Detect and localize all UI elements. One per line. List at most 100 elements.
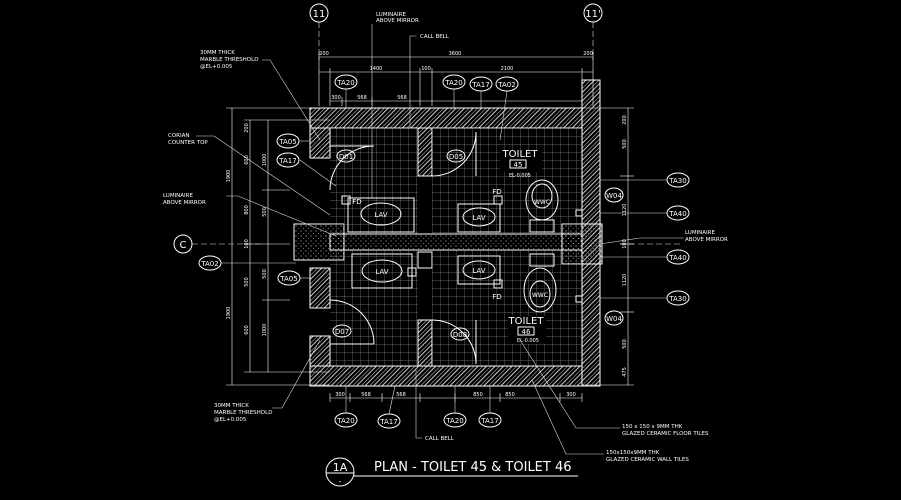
svg-text:TA30: TA30	[668, 177, 686, 185]
bottom-dimensions: 300 568 568 850 850 300	[329, 392, 583, 402]
svg-text:TA30: TA30	[668, 295, 686, 303]
lav-top-right: LAV	[457, 203, 501, 233]
svg-text:COUNTER TOP: COUNTER TOP	[168, 140, 208, 146]
svg-text:LUMINAIRE: LUMINAIRE	[163, 193, 194, 199]
svg-text:TA20: TA20	[444, 79, 462, 87]
svg-text:800: 800	[244, 205, 250, 215]
note-call-bell-top: CALL BELL	[409, 34, 450, 128]
svg-text:200: 200	[583, 51, 593, 57]
wwc-bottom: WWC	[523, 253, 557, 313]
svg-text:600: 600	[244, 325, 250, 335]
svg-text:1120: 1120	[622, 204, 628, 217]
svg-text:200: 200	[319, 51, 329, 57]
note-call-bell-bottom: CALL BELL	[415, 370, 455, 442]
svg-text:3600: 3600	[449, 51, 462, 57]
svg-text:1120: 1120	[622, 274, 628, 287]
svg-text:LAV: LAV	[472, 267, 485, 275]
door-d07: D07	[329, 299, 375, 345]
svg-text:TA17: TA17	[480, 417, 498, 425]
window-w04-bottom: W04	[604, 310, 624, 326]
svg-text:FD: FD	[492, 293, 501, 301]
svg-text:568: 568	[396, 392, 406, 398]
note-corian: CORIAN COUNTER TOP	[168, 133, 331, 216]
note-floor-tiles: 150 x 150 x 9MM THK GLAZED CERAMIC FLOOR…	[519, 339, 709, 437]
svg-text:100: 100	[421, 66, 431, 72]
svg-text:150 x 150 x 9MM THK: 150 x 150 x 9MM THK	[622, 424, 683, 430]
svg-text:CALL BELL: CALL BELL	[425, 436, 455, 442]
svg-text:1900: 1900	[226, 170, 232, 183]
svg-text:100: 100	[622, 239, 628, 249]
svg-text:W04: W04	[606, 315, 622, 323]
svg-text:568: 568	[397, 95, 407, 101]
svg-text:568: 568	[357, 95, 367, 101]
svg-text:TA05: TA05	[278, 138, 296, 146]
svg-text:MARBLE THRESHOLD: MARBLE THRESHOLD	[214, 410, 272, 416]
svg-text:850: 850	[505, 392, 515, 398]
note-wall-tiles: 150x150x9MM THK GLAZED CERAMIC WALL TILE…	[531, 379, 689, 463]
svg-text:568: 568	[361, 392, 371, 398]
lav-top-left: LAV	[347, 197, 415, 233]
svg-text:MARBLE THRESHOLD: MARBLE THRESHOLD	[200, 57, 258, 63]
svg-text:LAV: LAV	[374, 211, 387, 219]
svg-text:TA20: TA20	[336, 79, 354, 87]
svg-text:TA05: TA05	[279, 275, 297, 283]
svg-text:500: 500	[622, 339, 628, 349]
svg-text:WWC: WWC	[532, 292, 548, 299]
svg-text:@EL+0.005: @EL+0.005	[214, 417, 247, 423]
grid-bubble-c: C	[180, 240, 187, 251]
room-label-toilet-46: TOILET 46 EL-0.005	[508, 316, 545, 344]
svg-text:TA40: TA40	[668, 254, 686, 262]
svg-text:CORIAN: CORIAN	[168, 133, 190, 139]
svg-text:45: 45	[514, 161, 523, 169]
door-d08: D08	[431, 319, 477, 365]
note-threshold-top: 30MM THICK MARBLE THRESHOLD @EL+0.005	[200, 50, 321, 141]
svg-text:500: 500	[622, 139, 628, 149]
finish-tags: TA20 TA20 TA17 TA02 TA05 TA17 TA02 TA05 …	[198, 74, 690, 429]
svg-text:D08: D08	[453, 331, 467, 339]
svg-text:850: 850	[473, 392, 483, 398]
svg-text:CALL BELL: CALL BELL	[420, 34, 450, 40]
svg-text:1400: 1400	[370, 66, 383, 72]
svg-text:ABOVE MIRROR: ABOVE MIRROR	[163, 200, 206, 206]
wwc-top: WWC	[525, 179, 559, 233]
note-luminaire-left: LUMINAIRE ABOVE MIRROR	[163, 193, 337, 237]
note-threshold-bottom: 30MM THICK MARBLE THRESHOLD @EL+0.005	[214, 339, 321, 423]
svg-text:30MM THICK: 30MM THICK	[200, 50, 235, 56]
svg-text:W04: W04	[606, 192, 622, 200]
room-label-toilet-45: TOILET 45 EL-0.005	[502, 149, 539, 179]
svg-text:30MM THICK: 30MM THICK	[214, 403, 249, 409]
svg-text:EL-0.005: EL-0.005	[509, 173, 531, 179]
svg-text:EL-0.005: EL-0.005	[517, 338, 539, 344]
svg-text:LAV: LAV	[472, 214, 485, 222]
svg-text:200: 200	[244, 123, 250, 133]
svg-text:TA17: TA17	[471, 81, 489, 89]
grid-bubble-11: 11	[313, 9, 326, 20]
svg-text:100: 100	[244, 239, 250, 249]
svg-text:500: 500	[262, 207, 268, 217]
svg-text:TA02: TA02	[200, 260, 218, 268]
svg-text:TA20: TA20	[445, 417, 463, 425]
svg-text:GLAZED CERAMIC FLOOR TILES: GLAZED CERAMIC FLOOR TILES	[622, 431, 709, 437]
floor-drains: FD FD FD	[341, 188, 583, 303]
svg-text:1000: 1000	[262, 154, 268, 167]
room-name: TOILET	[502, 149, 539, 160]
drawing-title: 1A - PLAN - TOILET 45 & TOILET 46	[325, 457, 578, 487]
svg-text:D05: D05	[449, 153, 463, 161]
svg-text:WWC: WWC	[534, 199, 550, 206]
note-luminaire-top: LUMINAIRE ABOVE MIRROR	[371, 12, 419, 198]
door-d05: D05	[431, 131, 477, 177]
svg-text:TA17: TA17	[278, 157, 296, 165]
svg-text:300: 300	[566, 392, 576, 398]
lav-bottom-left: LAV	[351, 253, 413, 289]
svg-text:@EL+0.005: @EL+0.005	[200, 64, 233, 70]
walls	[293, 79, 603, 387]
window-w04-top: W04	[604, 187, 624, 203]
floor-tiles	[330, 128, 582, 366]
room-name: TOILET	[508, 316, 545, 327]
svg-text:TA20: TA20	[336, 417, 354, 425]
svg-text:ABOVE MIRROR: ABOVE MIRROR	[685, 237, 728, 243]
svg-text:TA40: TA40	[668, 210, 686, 218]
svg-text:2100: 2100	[501, 66, 514, 72]
svg-text:1000: 1000	[262, 324, 268, 337]
